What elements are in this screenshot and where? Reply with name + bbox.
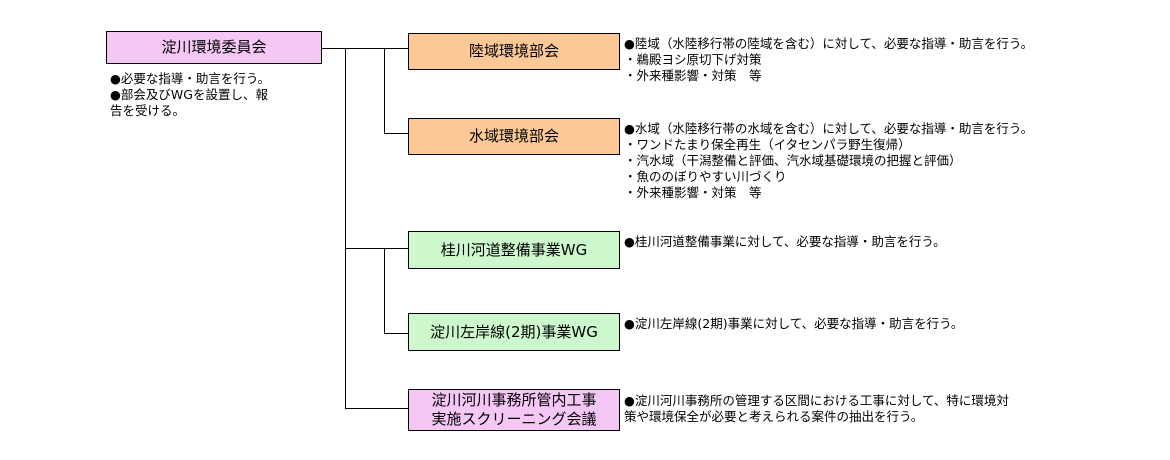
- desc-line: ・汽水域（干潟整備と評価、汽水域基礎環境の把握と評価）: [624, 153, 962, 168]
- desc-line: ・外来種影響・対策 等: [624, 68, 762, 83]
- desc-line: ●陸域（水陸移行帯の陸域を含む）に対して、必要な指導・助言を行う。: [624, 36, 1034, 51]
- node-sagan-label: 淀川左岸線(2期)事業WG: [430, 322, 598, 341]
- connector-rikuiki: [384, 48, 408, 49]
- connector-to-wg-group: [345, 248, 385, 249]
- node-screening-box: 淀川河川事務所管内工事 実施スクリーニング会議: [408, 389, 620, 431]
- desc-line: ・鵜殿ヨシ原切下げ対策: [624, 52, 762, 67]
- node-rikuiki-label: 陸域環境部会: [468, 42, 559, 61]
- desc-line: ・外来種影響・対策 等: [624, 185, 762, 200]
- desc-line: ●桂川河道整備事業に対して、必要な指導・助言を行う。: [624, 234, 946, 249]
- node-suiiki-label: 水域環境部会: [468, 127, 559, 146]
- root-desc-line: ●部会及びWGを設置し、報: [110, 87, 268, 102]
- node-katsura-label: 桂川河道整備事業WG: [440, 240, 588, 259]
- desc-line: 策や環境保全が必要と考えられる案件の抽出を行う。: [624, 409, 924, 424]
- node-screening-label-line: 淀川河川事務所管内工事: [431, 391, 597, 410]
- connector-sagan: [384, 333, 408, 334]
- desc-line: ●淀川河川事務所の管理する区間における工事に対して、特に環境対: [624, 393, 1009, 408]
- root-box: 淀川環境委員会: [106, 31, 322, 64]
- node-rikuiki-box: 陸域環境部会: [408, 33, 620, 70]
- connector-subgroup-vertical: [384, 48, 385, 134]
- root-description: ●必要な指導・助言を行う。 ●部会及びWGを設置し、報 告を受ける。: [110, 71, 270, 119]
- node-screening-description: ●淀川河川事務所の管理する区間における工事に対して、特に環境対 策や環境保全が必…: [624, 393, 1009, 425]
- root-desc-line: ●必要な指導・助言を行う。: [110, 71, 271, 86]
- desc-line: ●淀川左岸線(2期)事業に対して、必要な指導・助言を行う。: [624, 316, 964, 331]
- connector-katsura: [384, 248, 408, 249]
- node-sagan-box: 淀川左岸線(2期)事業WG: [408, 313, 620, 351]
- root-label: 淀川環境委員会: [161, 38, 267, 57]
- node-katsura-box: 桂川河道整備事業WG: [408, 231, 620, 269]
- node-katsura-description: ●桂川河道整備事業に対して、必要な指導・助言を行う。: [624, 234, 946, 250]
- desc-line: ・魚ののぼりやすい川づくり: [624, 169, 787, 184]
- node-sagan-description: ●淀川左岸線(2期)事業に対して、必要な指導・助言を行う。: [624, 316, 963, 332]
- connector-suiiki: [384, 133, 408, 134]
- node-rikuiki-description: ●陸域（水陸移行帯の陸域を含む）に対して、必要な指導・助言を行う。 ・鵜殿ヨシ原…: [624, 36, 1033, 84]
- connector-screening: [345, 408, 408, 409]
- connector-root-trunk: [322, 48, 346, 49]
- node-suiiki-description: ●水域（水陸移行帯の水域を含む）に対して、必要な指導・助言を行う。 ・ワンドたま…: [624, 121, 1033, 201]
- connector-main-vertical: [345, 48, 346, 409]
- connector-to-subgroup: [345, 48, 385, 49]
- desc-line: ・ワンドたまり保全再生（イタセンパラ野生復帰）: [624, 137, 911, 152]
- node-suiiki-box: 水域環境部会: [408, 118, 620, 155]
- desc-line: ●水域（水陸移行帯の水域を含む）に対して、必要な指導・助言を行う。: [624, 121, 1034, 136]
- node-screening-label-line: 実施スクリーニング会議: [431, 410, 597, 428]
- root-desc-line: 告を受ける。: [110, 103, 186, 118]
- connector-wg-vertical: [384, 248, 385, 334]
